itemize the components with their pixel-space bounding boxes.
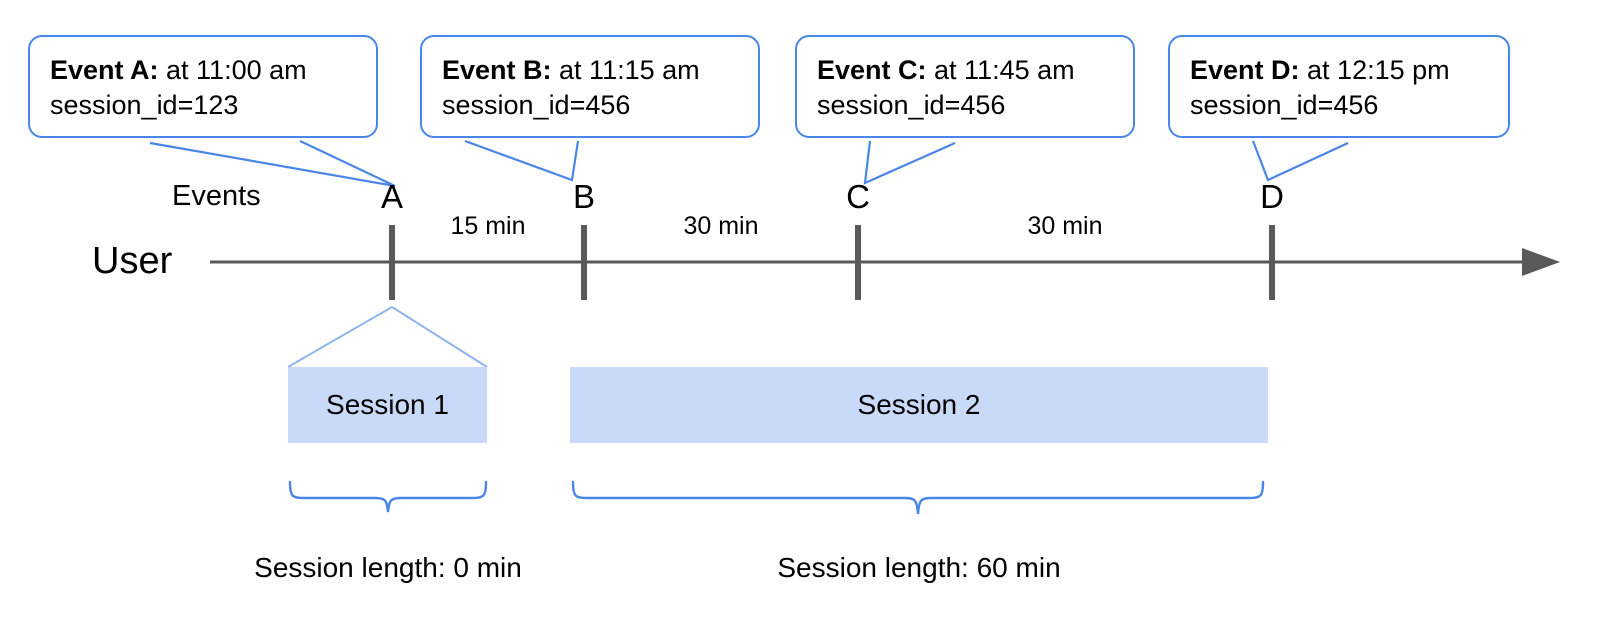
callout-b-session-id: session_id=456 — [442, 89, 631, 120]
callout-b-title: Event B: — [442, 55, 552, 85]
callout-c-title: Event C: — [817, 55, 927, 85]
funnel-line-right — [391, 306, 488, 368]
session-box-2-label: Session 2 — [857, 389, 981, 420]
callout-event-b[interactable]: Event B: at 11:15 am session_id=456 — [420, 35, 760, 139]
callout-event-a[interactable]: Event A: at 11:00 am session_id=123 — [28, 35, 378, 139]
callout-d-time: at 12:15 pm — [1299, 55, 1450, 85]
gap-label-a-b: 15 min — [450, 212, 526, 240]
axis-arrow-icon — [1522, 248, 1560, 276]
event-letter-b: B — [572, 178, 595, 215]
callout-a-line1: Event A: at 11:00 am — [50, 53, 358, 88]
event-letter-a: A — [380, 178, 403, 215]
callout-a-title: Event A: — [50, 55, 159, 85]
gap-label-c-d: 30 min — [1027, 212, 1103, 240]
callout-tail-d — [1251, 140, 1349, 182]
callout-b-line1: Event B: at 11:15 am — [442, 53, 740, 88]
brace-session-2 — [571, 480, 1265, 515]
callout-tail-b — [464, 139, 580, 182]
callout-b-time: at 11:15 am — [551, 55, 700, 85]
callout-tail-a — [149, 140, 396, 188]
callout-c-session-id: session_id=456 — [817, 89, 1006, 120]
callout-a-time: at 11:00 am — [158, 55, 307, 85]
brace-session-1 — [288, 480, 488, 513]
callout-d-title: Event D: — [1190, 55, 1300, 85]
session-length-label-1: Session length: 0 min — [254, 552, 522, 583]
session-box-1[interactable]: Session 1 — [288, 367, 487, 443]
event-letter-d: D — [1260, 178, 1284, 215]
callout-a-session-id: session_id=123 — [50, 89, 239, 120]
callout-event-c[interactable]: Event C: at 11:45 am session_id=456 — [795, 35, 1135, 139]
session-box-1-label: Session 1 — [326, 389, 449, 420]
timeline-axis — [210, 248, 1560, 276]
callout-d-line1: Event D: at 12:15 pm — [1190, 53, 1490, 88]
lane-label-events: Events — [172, 180, 261, 212]
callout-event-d[interactable]: Event D: at 12:15 pm session_id=456 — [1168, 35, 1510, 139]
callout-c-line1: Event C: at 11:45 am — [817, 53, 1115, 88]
callout-tails — [149, 139, 1349, 188]
lane-label-user: User — [92, 240, 173, 282]
callout-d-session-id: session_id=456 — [1190, 89, 1379, 120]
event-letter-c: C — [846, 178, 870, 215]
gap-label-b-c: 30 min — [683, 212, 759, 240]
event-tick-marks — [389, 225, 1275, 300]
session-box-2[interactable]: Session 2 — [570, 367, 1268, 443]
session1-funnel-lines — [287, 306, 488, 368]
funnel-line-left — [287, 306, 393, 368]
callout-tail-c — [863, 140, 956, 185]
session-length-label-2: Session length: 60 min — [777, 552, 1061, 583]
callout-c-time: at 11:45 am — [926, 55, 1075, 85]
